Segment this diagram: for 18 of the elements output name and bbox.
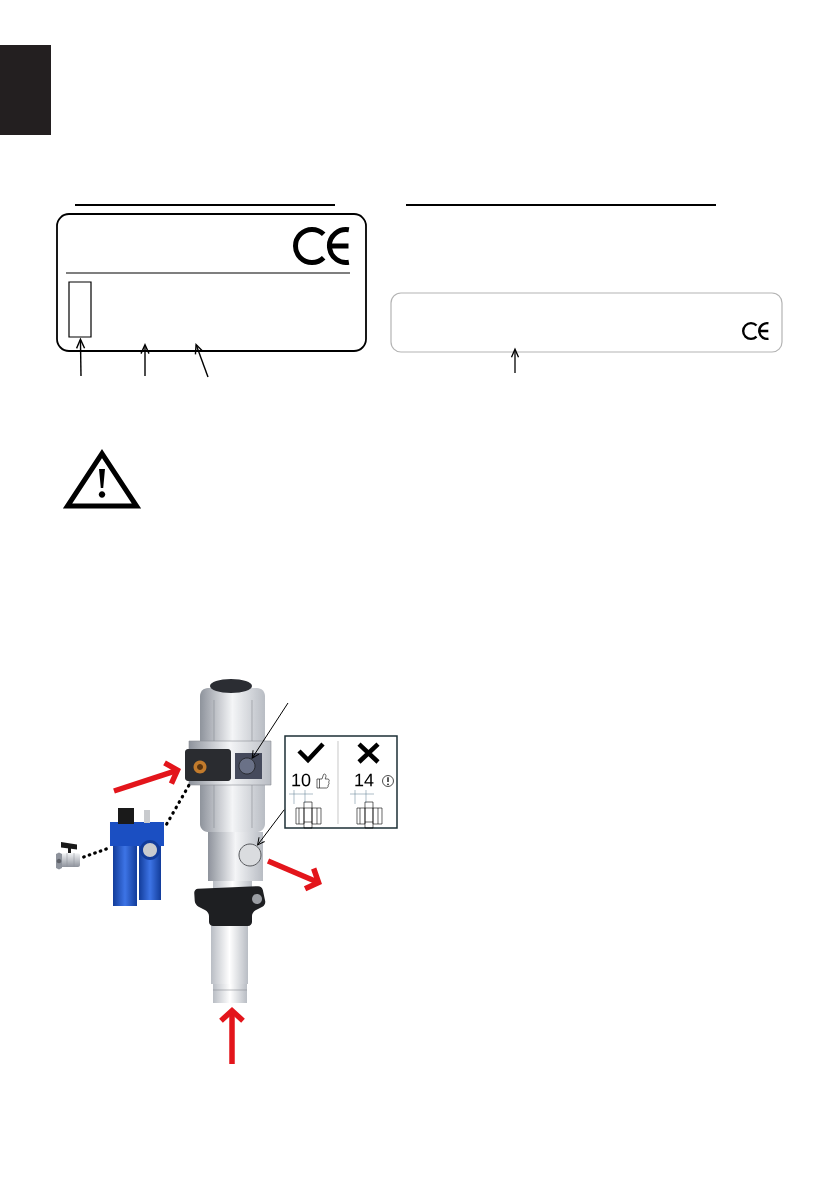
ball-valve: [56, 842, 77, 870]
dotted-line: [82, 847, 108, 859]
leader-arrow: [257, 809, 285, 846]
leader-arrow: [251, 702, 289, 759]
dotted-line: [165, 783, 191, 826]
nameplate: [390, 292, 783, 353]
number-label: 10: [292, 773, 311, 787]
pump-illustration: [185, 679, 272, 1003]
nameplate: [56, 213, 367, 352]
leader-arrow: [194, 342, 209, 378]
knob: [238, 757, 256, 775]
leader-arrow: [510, 347, 520, 374]
filter-regulator: [110, 808, 164, 906]
field-box: [68, 281, 92, 338]
leader-arrow: [75, 337, 86, 377]
leader-arrow: [140, 342, 150, 377]
number-label: 14: [355, 773, 374, 787]
outlet-fitting: [238, 843, 262, 867]
